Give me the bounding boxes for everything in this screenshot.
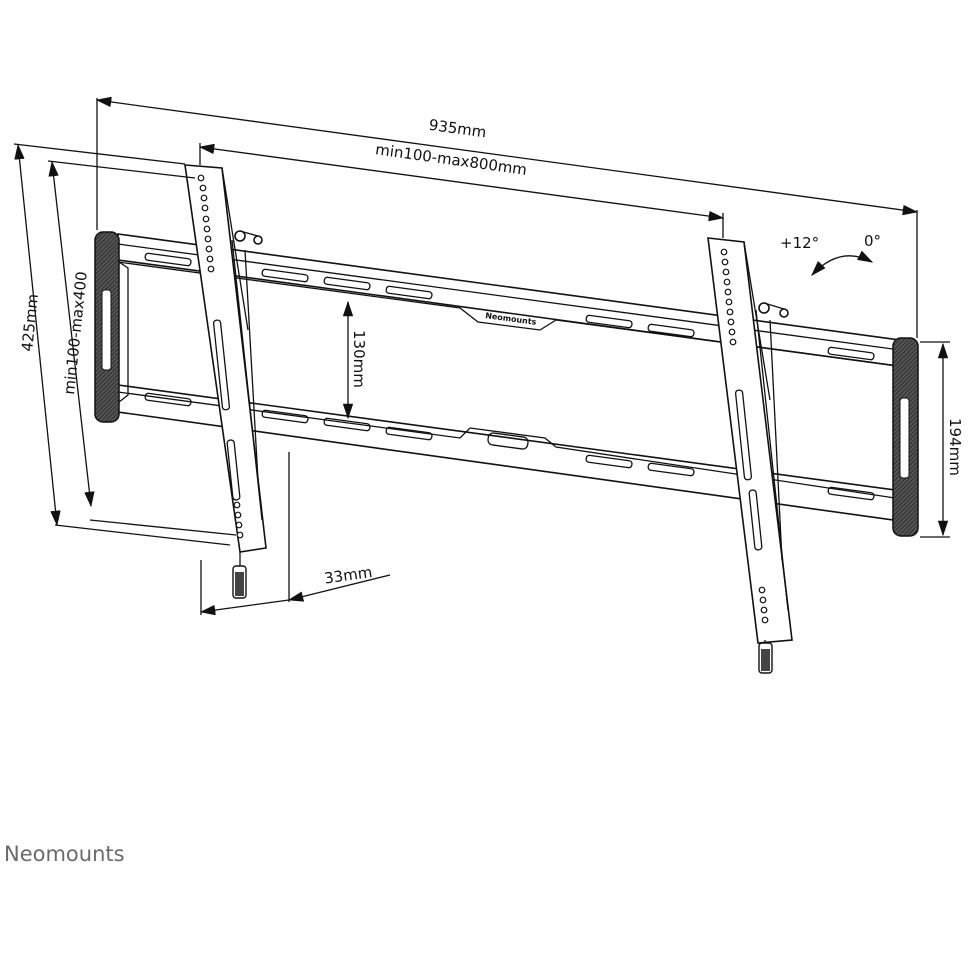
vesa-vertical-label: min100-max400 [60,271,91,396]
rail-slots [144,252,875,501]
overall-width-label: 935mm [428,116,488,142]
right-end-cap [892,337,919,537]
left-safety-pin [232,552,247,599]
left-end-cap [94,231,129,423]
vesa-horizontal-dimension: min100-max800mm [198,140,725,238]
brand-logo: Neomounts [4,842,125,866]
tilt-min-label: 0° [864,232,881,250]
wall-distance-label: 33mm [323,563,373,588]
rail-gap-label: 130mm [350,330,368,388]
vesa-horizontal-label: min100-max800mm [374,140,528,179]
rail-height-dimension: 194mm [920,341,964,538]
right-safety-pin [758,640,773,674]
rail-gap-dimension: 130mm [342,300,368,420]
wall-distance-dimension: 33mm [199,452,391,616]
overall-height-label: 425mm [18,293,42,352]
tilt-max-label: +12° [780,234,819,252]
tilt-indicator: +12° 0° [780,232,881,276]
right-tv-arm [707,237,793,644]
left-tv-arm [184,164,267,553]
rail-height-label: 194mm [946,418,964,476]
